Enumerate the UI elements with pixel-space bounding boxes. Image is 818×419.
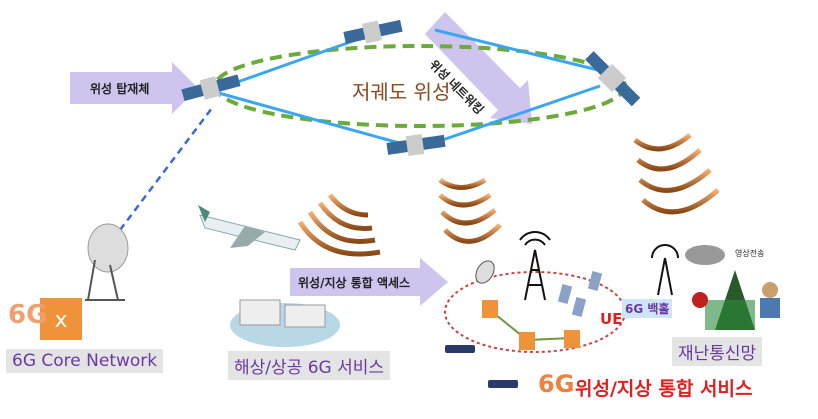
ground-station-link — [119, 107, 213, 231]
integrated-access-label: 위성/지상 통합 액세스 — [298, 276, 411, 290]
phone-icon — [587, 271, 603, 291]
network-node-icon — [519, 332, 535, 350]
disaster-scene-icon — [685, 245, 780, 330]
disaster-network-label: 재난통신망 — [672, 337, 763, 366]
phone-icon — [557, 284, 573, 304]
leo-satellite-label: 저궤도 위성 — [352, 80, 451, 104]
inter-satellite-links — [214, 28, 601, 148]
network-node-icon — [564, 330, 580, 348]
video-transmission-label: 영상전송 — [735, 249, 765, 258]
satellite-beam — [438, 177, 502, 244]
satellite-beam — [633, 133, 720, 215]
payload-arrow — [70, 62, 198, 114]
phone-icon — [571, 297, 587, 317]
integrated-service-label: 위성/지상 통합 서비스 — [575, 378, 753, 400]
network-node-icon — [482, 300, 498, 318]
satellite-icon — [181, 74, 241, 102]
router-icon — [445, 345, 475, 353]
satellite-dish-icon — [475, 260, 495, 284]
satellite-icon — [585, 51, 641, 107]
airplane-icon — [198, 205, 301, 251]
satellite-icon — [343, 19, 403, 44]
networking-arrow — [425, 12, 532, 124]
cell-tower-icon — [651, 244, 679, 296]
integrated-access-arrow — [290, 258, 448, 306]
cell-tower-icon — [519, 231, 551, 301]
ships-icon — [230, 299, 340, 347]
backhaul-label: 6G 백홀 — [622, 299, 673, 318]
core-node-glyph: x — [54, 308, 67, 333]
router-icon — [488, 380, 518, 388]
service-6g-logo: 6G — [538, 370, 575, 398]
ue-label: UE — [600, 310, 623, 328]
core-network-node-icon — [40, 298, 82, 340]
ground-station-dish-icon — [85, 223, 129, 301]
payload-label: 위성 탑재체 — [90, 82, 150, 96]
core-network-label: 6G Core Network — [6, 349, 164, 373]
maritime-air-service-label: 해상/상공 6G 서비스 — [228, 351, 391, 380]
satellite-beam — [297, 193, 381, 257]
core-6g-logo: 6G — [8, 300, 48, 330]
satellite-icon — [386, 133, 446, 157]
